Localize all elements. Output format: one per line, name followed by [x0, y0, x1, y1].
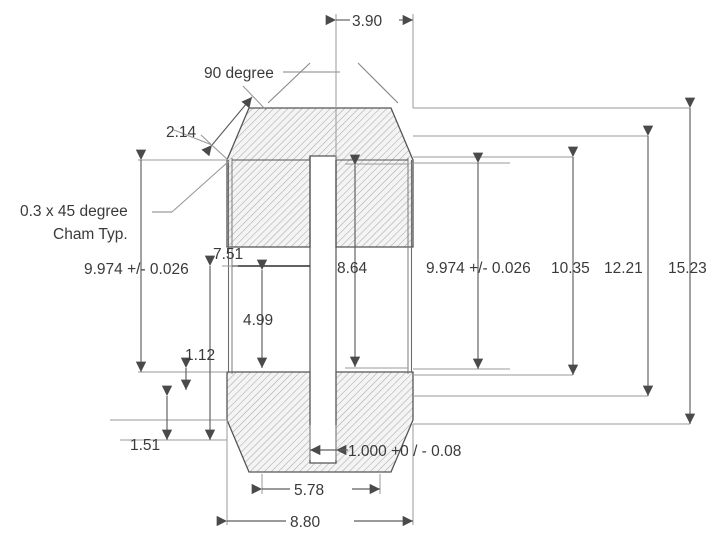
- dim-text-3-90: 3.90: [352, 13, 383, 30]
- dim-text-chamfer-note-line2: Cham Typ.: [53, 226, 128, 243]
- upper-section-profile: [226, 107, 414, 248]
- dim-214-leader: [173, 129, 213, 146]
- dim-text-10-35: 10.35: [551, 260, 590, 277]
- dim-text-12-21: 12.21: [604, 260, 643, 277]
- part-cross-section: [226, 107, 414, 473]
- dim-text-5-78: 5.78: [294, 482, 324, 499]
- dim-text-4-99: 4.99: [243, 312, 273, 329]
- dim-214-ext-b: [242, 85, 267, 111]
- dim-text-15-23: 15.23: [668, 260, 707, 277]
- dim-text-1-12: 1.12: [185, 347, 215, 364]
- dimension-lines: [135, 14, 696, 527]
- dim-text-2-14: 2.14: [166, 124, 197, 141]
- dim-214-ext-a: [200, 134, 229, 161]
- dim-90deg-leg-right: [357, 62, 399, 104]
- dim-text-8-64: 8.64: [337, 260, 368, 277]
- dim-text-groove-1-000: 1.000 +0 / - 0.08: [348, 443, 461, 460]
- dim-text-90-degree: 90 degree: [204, 65, 274, 82]
- dim-text-right-tolerance: 9.974 +/- 0.026: [426, 260, 531, 277]
- dim-text-chamfer-note-line1: 0.3 x 45 degree: [20, 203, 128, 220]
- dim-text-left-tolerance: 9.974 +/- 0.026: [84, 261, 189, 278]
- dim-cham-leader-d: [171, 160, 230, 213]
- dim-text-7-51: 7.51: [213, 246, 243, 263]
- dimension-text-group: 3.90 90 degree 2.14 0.3 x 45 degree Cham…: [20, 13, 707, 531]
- dim-90deg-leg-left: [267, 62, 311, 104]
- dim-text-1-51: 1.51: [130, 437, 160, 454]
- dim-214-line: [201, 96, 253, 157]
- dim-text-8-80: 8.80: [290, 514, 321, 531]
